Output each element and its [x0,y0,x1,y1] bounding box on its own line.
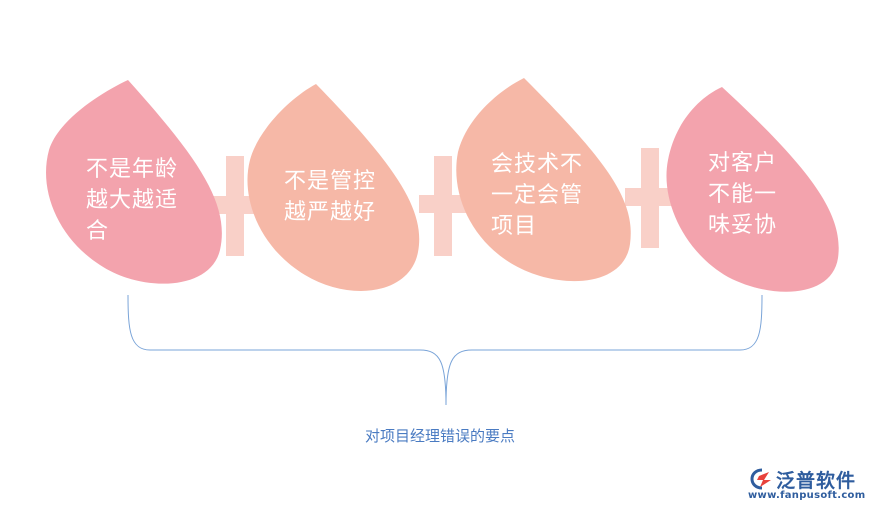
diagram-caption: 对项目经理错误的要点 [364,427,515,445]
drop-shape-3 [456,78,631,282]
plus-sign-3 [625,148,675,248]
drop-shape-4 [666,87,839,292]
drop-shape-1 [46,80,222,284]
drop-text-1: 不是年龄 越大越适 合 [86,157,179,244]
logo-name: 泛普软件 [776,470,857,492]
plus-sign-2 [419,156,469,256]
logo-url: www.fanpusoft.com [748,490,866,501]
drop-text-4: 对客户 不能一 味妥协 [708,151,778,238]
plus-sign-1 [210,156,260,256]
bracket-brace [127,294,763,406]
brand-logo[interactable]: 泛普软件 www.fanpusoft.com [748,466,873,502]
drop-text-2: 不是管控 越严越好 [284,169,377,225]
fanpu-logo-icon [750,468,771,490]
drop-text-3: 会技术不 一定会管 项目 [491,152,584,239]
drop-shape-2 [247,84,420,291]
